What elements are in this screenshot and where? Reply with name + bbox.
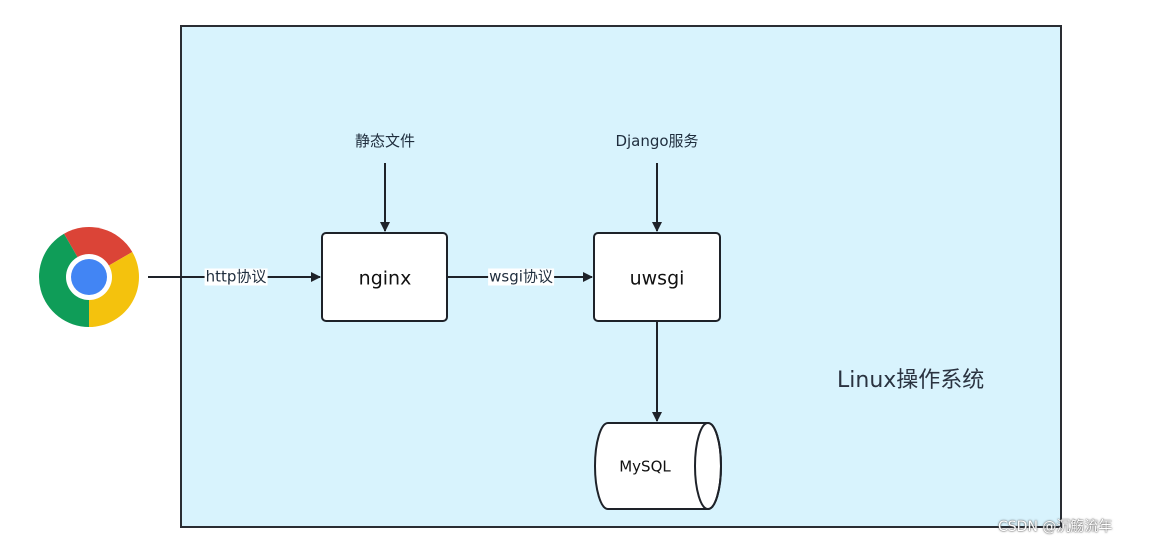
django-service-label: Django服务 bbox=[615, 132, 699, 150]
wsgi-protocol-label: wsgi协议 bbox=[488, 267, 554, 286]
mysql-database-node bbox=[594, 422, 722, 510]
mysql-label: MySQL bbox=[619, 457, 671, 476]
static-files-label: 静态文件 bbox=[354, 132, 416, 150]
linux-os-label: Linux操作系统 bbox=[837, 368, 985, 393]
nginx-label: nginx bbox=[358, 267, 412, 290]
http-protocol-label: http协议 bbox=[204, 267, 268, 286]
nginx-node bbox=[321, 232, 448, 322]
uwsgi-node bbox=[593, 232, 721, 322]
chrome-browser-icon bbox=[37, 225, 141, 329]
csdn-watermark: CSDN @沉觞流年 bbox=[998, 519, 1113, 535]
uwsgi-label: uwsgi bbox=[629, 267, 685, 290]
